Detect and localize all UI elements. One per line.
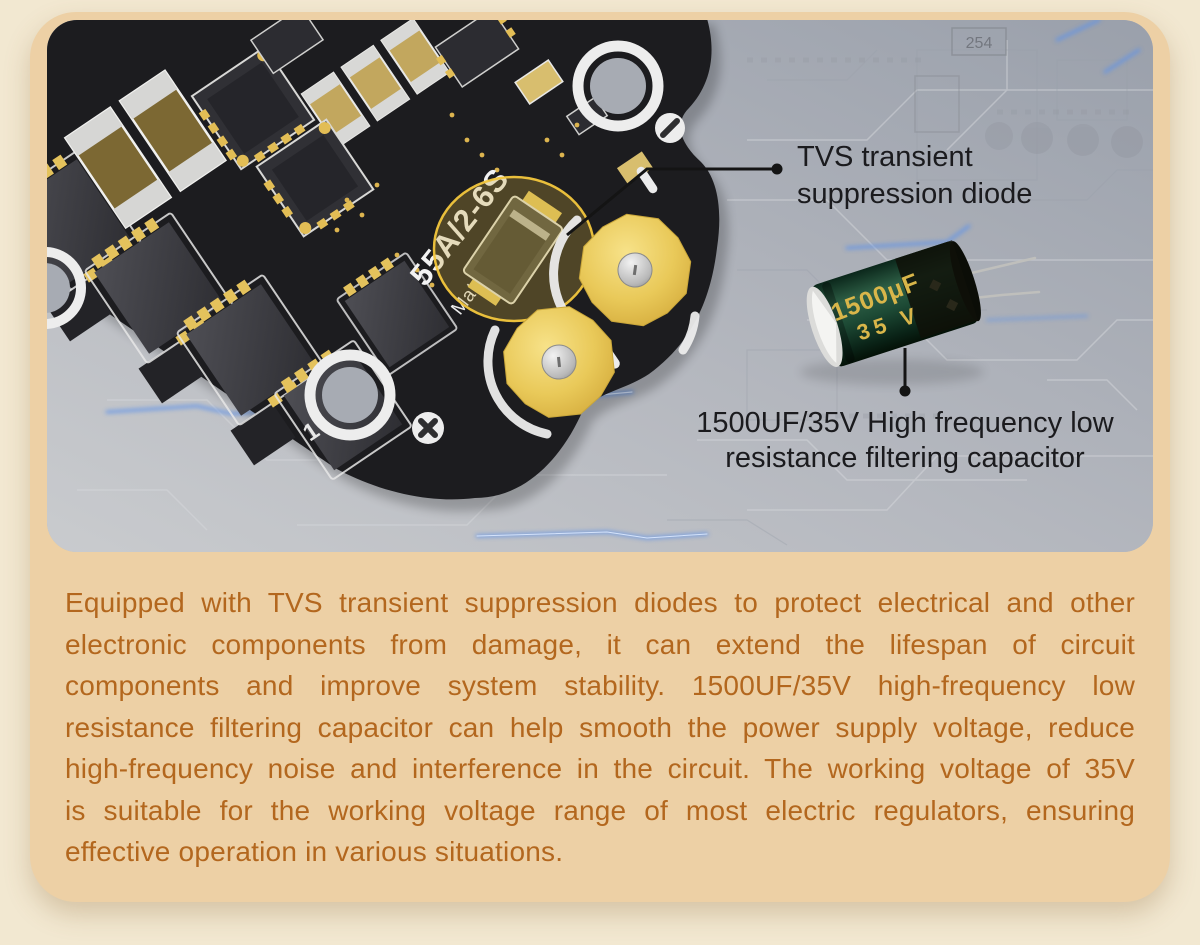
description-line: effective operation in various situation…: [65, 836, 564, 867]
tantalum-capacitors: [63, 69, 228, 230]
description-line: resistance filtering capacitor can help …: [65, 711, 1135, 743]
electrolytic-capacitor: 1500μF 35 V: [806, 240, 981, 368]
gold-solder-pad: [503, 306, 615, 418]
tvs-callout-label-line2: suppression diode: [797, 178, 1032, 210]
tvs-callout-line: [566, 167, 773, 237]
description-line: components and improve system stability.…: [65, 670, 1135, 701]
mosfet-chips: [47, 149, 458, 480]
tvs-callout-label-line1: TVS transient: [797, 141, 973, 173]
mounting-hole: [47, 247, 86, 329]
description-line: Equipped with TVS transient suppression …: [65, 587, 1135, 618]
description-line: high-frequency noise and interference in…: [65, 753, 1135, 784]
hero-image: 254: [47, 20, 1153, 552]
capacitor-shadow: [800, 359, 984, 385]
screw-mark-slash-icon: [655, 113, 685, 143]
bg-chip-label-text: 254: [966, 35, 993, 52]
qfn-chip: [190, 45, 316, 171]
gold-solder-pad: [578, 213, 692, 327]
pad-rows: [747, 57, 1137, 419]
qfn-chip: [255, 118, 375, 238]
description-line: electronic components from damage, it ca…: [65, 628, 1135, 660]
cap-callout-label-line1: 1500UF/35V High frequency low: [696, 407, 1115, 439]
description-line: is suitable for the working voltage rang…: [65, 794, 1135, 826]
mounting-hole: [304, 349, 396, 441]
cap-callout-label-line2: resistance filtering capacitor: [725, 442, 1085, 474]
mounting-hole: [572, 40, 664, 132]
screw-mark-cross-icon: [412, 412, 444, 444]
cap-callout-dot: [899, 385, 911, 397]
tvs-callout-dot: [771, 163, 783, 175]
gold-dots: [334, 112, 580, 288]
bg-coins: [985, 122, 1143, 158]
small-capacitors: [300, 20, 451, 149]
description-paragraph: Equipped with TVS transient suppression …: [65, 582, 1135, 873]
tvs-diode: [462, 190, 564, 306]
bg-chip-label: 254: [914, 27, 1007, 133]
product-card: 254: [30, 12, 1170, 902]
mosfet-chip: [336, 252, 458, 376]
